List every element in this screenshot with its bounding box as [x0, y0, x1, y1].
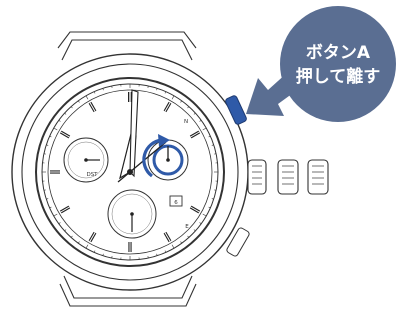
minute-ticks — [42, 84, 218, 260]
minute-tick — [93, 250, 96, 253]
subdial-left: DST — [63, 137, 109, 183]
minute-tick — [102, 253, 104, 256]
minute-tick — [85, 244, 89, 249]
minute-tick — [199, 222, 202, 224]
minute-tick — [208, 206, 211, 209]
minute-tick — [53, 127, 58, 131]
minute-tick — [208, 135, 211, 138]
minute-tick — [156, 253, 158, 256]
minute-tick — [58, 120, 61, 122]
subdial-left-label: DST — [86, 172, 98, 178]
callout-arrow-icon — [246, 72, 300, 116]
rotation-arrow-icon — [142, 134, 170, 178]
callout-line-2: 押して離す — [296, 66, 381, 87]
minute-tick — [202, 213, 207, 217]
hour-marker-inner — [164, 102, 171, 112]
minute-tick — [53, 213, 58, 217]
hour-marker-inner — [60, 206, 70, 213]
minute-tick — [202, 127, 207, 131]
hour-markers — [50, 92, 201, 252]
minute-tick — [49, 206, 52, 209]
minute-tick — [164, 250, 167, 253]
minute-tick — [49, 135, 52, 138]
crown-position-3 — [307, 159, 329, 195]
watch-band — [57, 31, 197, 307]
minute-tick — [193, 229, 196, 232]
minute-tick — [171, 244, 175, 249]
hour-marker-inner — [89, 102, 96, 112]
minute-tick — [70, 235, 73, 238]
minute-tick — [64, 112, 67, 115]
minute-tick — [64, 229, 67, 232]
hour-marker-inner — [89, 232, 96, 242]
minute-tick — [180, 100, 182, 103]
minute-tick — [46, 144, 49, 146]
minute-tick — [85, 95, 89, 100]
hour-marker-inner — [60, 131, 70, 138]
minute-tick — [171, 95, 175, 100]
minute-tick — [78, 100, 80, 103]
hour-marker-inner — [190, 131, 200, 138]
minute-tick — [211, 144, 214, 146]
minute-tick — [58, 222, 61, 224]
minute-tick — [93, 91, 96, 94]
button-a — [225, 95, 247, 125]
marker-n: N — [184, 119, 188, 125]
subdial-bottom — [107, 189, 157, 239]
minute-tick — [193, 112, 196, 115]
minute-hand — [129, 89, 139, 178]
minute-tick — [187, 235, 190, 238]
marker-e: E — [185, 224, 189, 230]
subdial-right — [147, 139, 189, 181]
minute-tick — [211, 198, 214, 200]
hour-marker-inner — [190, 206, 200, 213]
minute-tick — [78, 241, 80, 244]
minute-tick — [46, 198, 49, 200]
second-hand — [117, 141, 167, 183]
callout-line-1: ボタンA — [306, 43, 371, 63]
button-b — [226, 227, 250, 257]
hour-marker-inner — [164, 232, 171, 242]
minute-tick — [187, 106, 190, 109]
minute-tick — [180, 241, 182, 244]
minute-tick — [164, 91, 167, 94]
callout-bubble: ボタンA 押して離す — [280, 6, 396, 122]
date-label: 6 — [174, 200, 178, 206]
minute-tick — [199, 120, 202, 122]
crown-normal — [247, 159, 267, 195]
minute-tick — [156, 88, 158, 91]
minute-tick — [102, 88, 104, 91]
crown-position-2 — [277, 159, 299, 195]
date-window: 6 — [169, 195, 183, 207]
watch-hands — [117, 89, 167, 183]
minute-tick — [70, 106, 73, 109]
